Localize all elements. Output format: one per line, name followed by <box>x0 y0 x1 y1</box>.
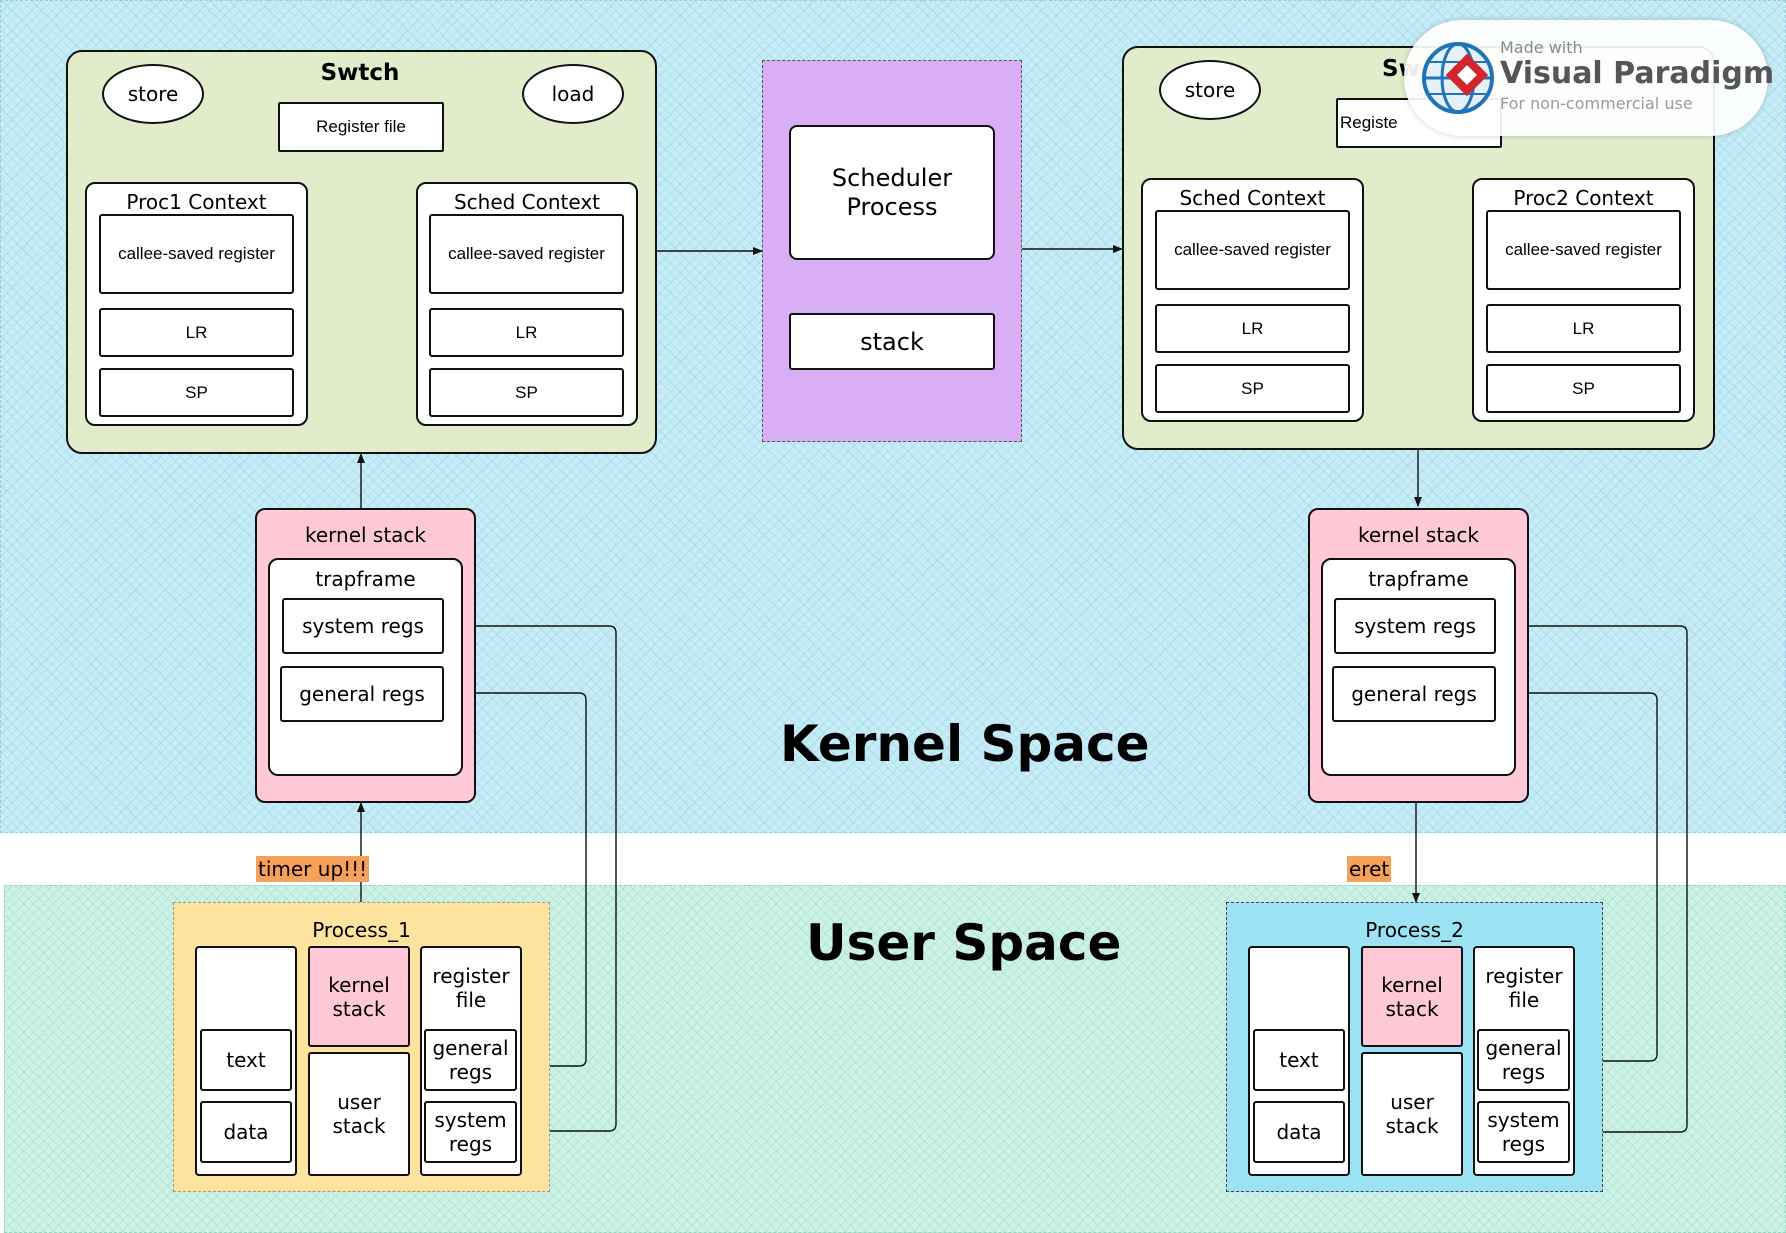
process1-text: text <box>200 1029 292 1091</box>
process1-user-stack: user stack <box>308 1052 410 1176</box>
process1-system-regs-label: system regs <box>434 1108 507 1156</box>
process1-system-regs: system regs <box>424 1101 517 1163</box>
process1-general-regs-label: general regs <box>432 1036 509 1084</box>
sched-context-title-right: Sched Context <box>1179 186 1326 210</box>
trapframe-right-title: trapframe <box>1368 567 1469 591</box>
process1-user-stack-label: user stack <box>332 1090 386 1138</box>
scheduler-process-label: Scheduler Process <box>831 163 953 221</box>
process1-data: data <box>200 1101 292 1163</box>
process2-user-stack-label: user stack <box>1385 1090 1439 1138</box>
sched-lr-left: LR <box>429 308 624 357</box>
watermark-line3: For non-commercial use <box>1500 94 1693 113</box>
proc1-callee-saved-register: callee-saved register <box>99 214 294 294</box>
scheduler-stack: stack <box>789 313 995 370</box>
trapframe-left-system-regs: system regs <box>282 598 444 654</box>
proc2-context-title: Proc2 Context <box>1513 186 1654 210</box>
visual-paradigm-logo-icon <box>1422 42 1494 114</box>
process1-general-regs: general regs <box>424 1029 517 1091</box>
watermark-line1: Made with <box>1500 38 1583 57</box>
eret-label: eret <box>1347 856 1392 882</box>
process2-title: Process_2 <box>1365 918 1464 942</box>
trapframe-left-general-regs: general regs <box>280 666 444 722</box>
store-pill-right: store <box>1159 60 1261 120</box>
proc1-sp: SP <box>99 368 294 417</box>
proc1-context-title: Proc1 Context <box>126 190 267 214</box>
sched-sp-left: SP <box>429 368 624 417</box>
sched-lr-right: LR <box>1155 304 1350 353</box>
process2-kernel-stack-label: kernel stack <box>1381 972 1443 1021</box>
visual-paradigm-watermark: Made with Visual Paradigm For non-commer… <box>1404 20 1774 136</box>
sched-context-title-left: Sched Context <box>453 190 601 214</box>
store-pill: store <box>102 64 204 124</box>
process1-register-file-label: register file <box>432 964 510 1012</box>
timer-up-label: timer up!!! <box>256 856 370 882</box>
process1-kernel-stack-label: kernel stack <box>328 972 390 1021</box>
sched-callee-saved-register-right: callee-saved register <box>1155 210 1350 290</box>
proc2-lr: LR <box>1486 304 1681 353</box>
process2-general-regs: general regs <box>1477 1029 1570 1091</box>
process2-text: text <box>1253 1029 1345 1091</box>
load-pill: load <box>522 64 624 124</box>
process2-kernel-stack: kernel stack <box>1361 946 1463 1047</box>
kernel-stack-right-title: kernel stack <box>1357 523 1480 547</box>
watermark-line2: Visual Paradigm <box>1500 56 1775 91</box>
process1-kernel-stack: kernel stack <box>308 946 410 1047</box>
sched-sp-right: SP <box>1155 364 1350 413</box>
kernel-stack-left-title: kernel stack <box>304 523 427 547</box>
kernel-space-label: Kernel Space <box>780 715 1150 773</box>
proc1-lr: LR <box>99 308 294 357</box>
register-file-box: Register file <box>278 102 444 152</box>
process2-system-regs-label: system regs <box>1487 1108 1560 1156</box>
trapframe-left-title: trapframe <box>315 567 416 591</box>
user-space-label: User Space <box>806 914 1122 972</box>
process2-general-regs-label: general regs <box>1485 1036 1562 1084</box>
proc2-callee-saved-register: callee-saved register <box>1486 210 1681 290</box>
process2-data: data <box>1253 1101 1345 1163</box>
trapframe-right-system-regs: system regs <box>1334 598 1496 654</box>
process2-user-stack: user stack <box>1361 1052 1463 1176</box>
trapframe-right-general-regs: general regs <box>1332 666 1496 722</box>
process1-title: Process_1 <box>312 918 411 942</box>
left-switch-title: Swtch <box>320 60 400 86</box>
process2-register-file-label: register file <box>1485 964 1563 1012</box>
process2-system-regs: system regs <box>1477 1101 1570 1163</box>
sched-callee-saved-register-left: callee-saved register <box>429 214 624 294</box>
scheduler-process-box: Scheduler Process <box>789 125 995 260</box>
proc2-sp: SP <box>1486 364 1681 413</box>
